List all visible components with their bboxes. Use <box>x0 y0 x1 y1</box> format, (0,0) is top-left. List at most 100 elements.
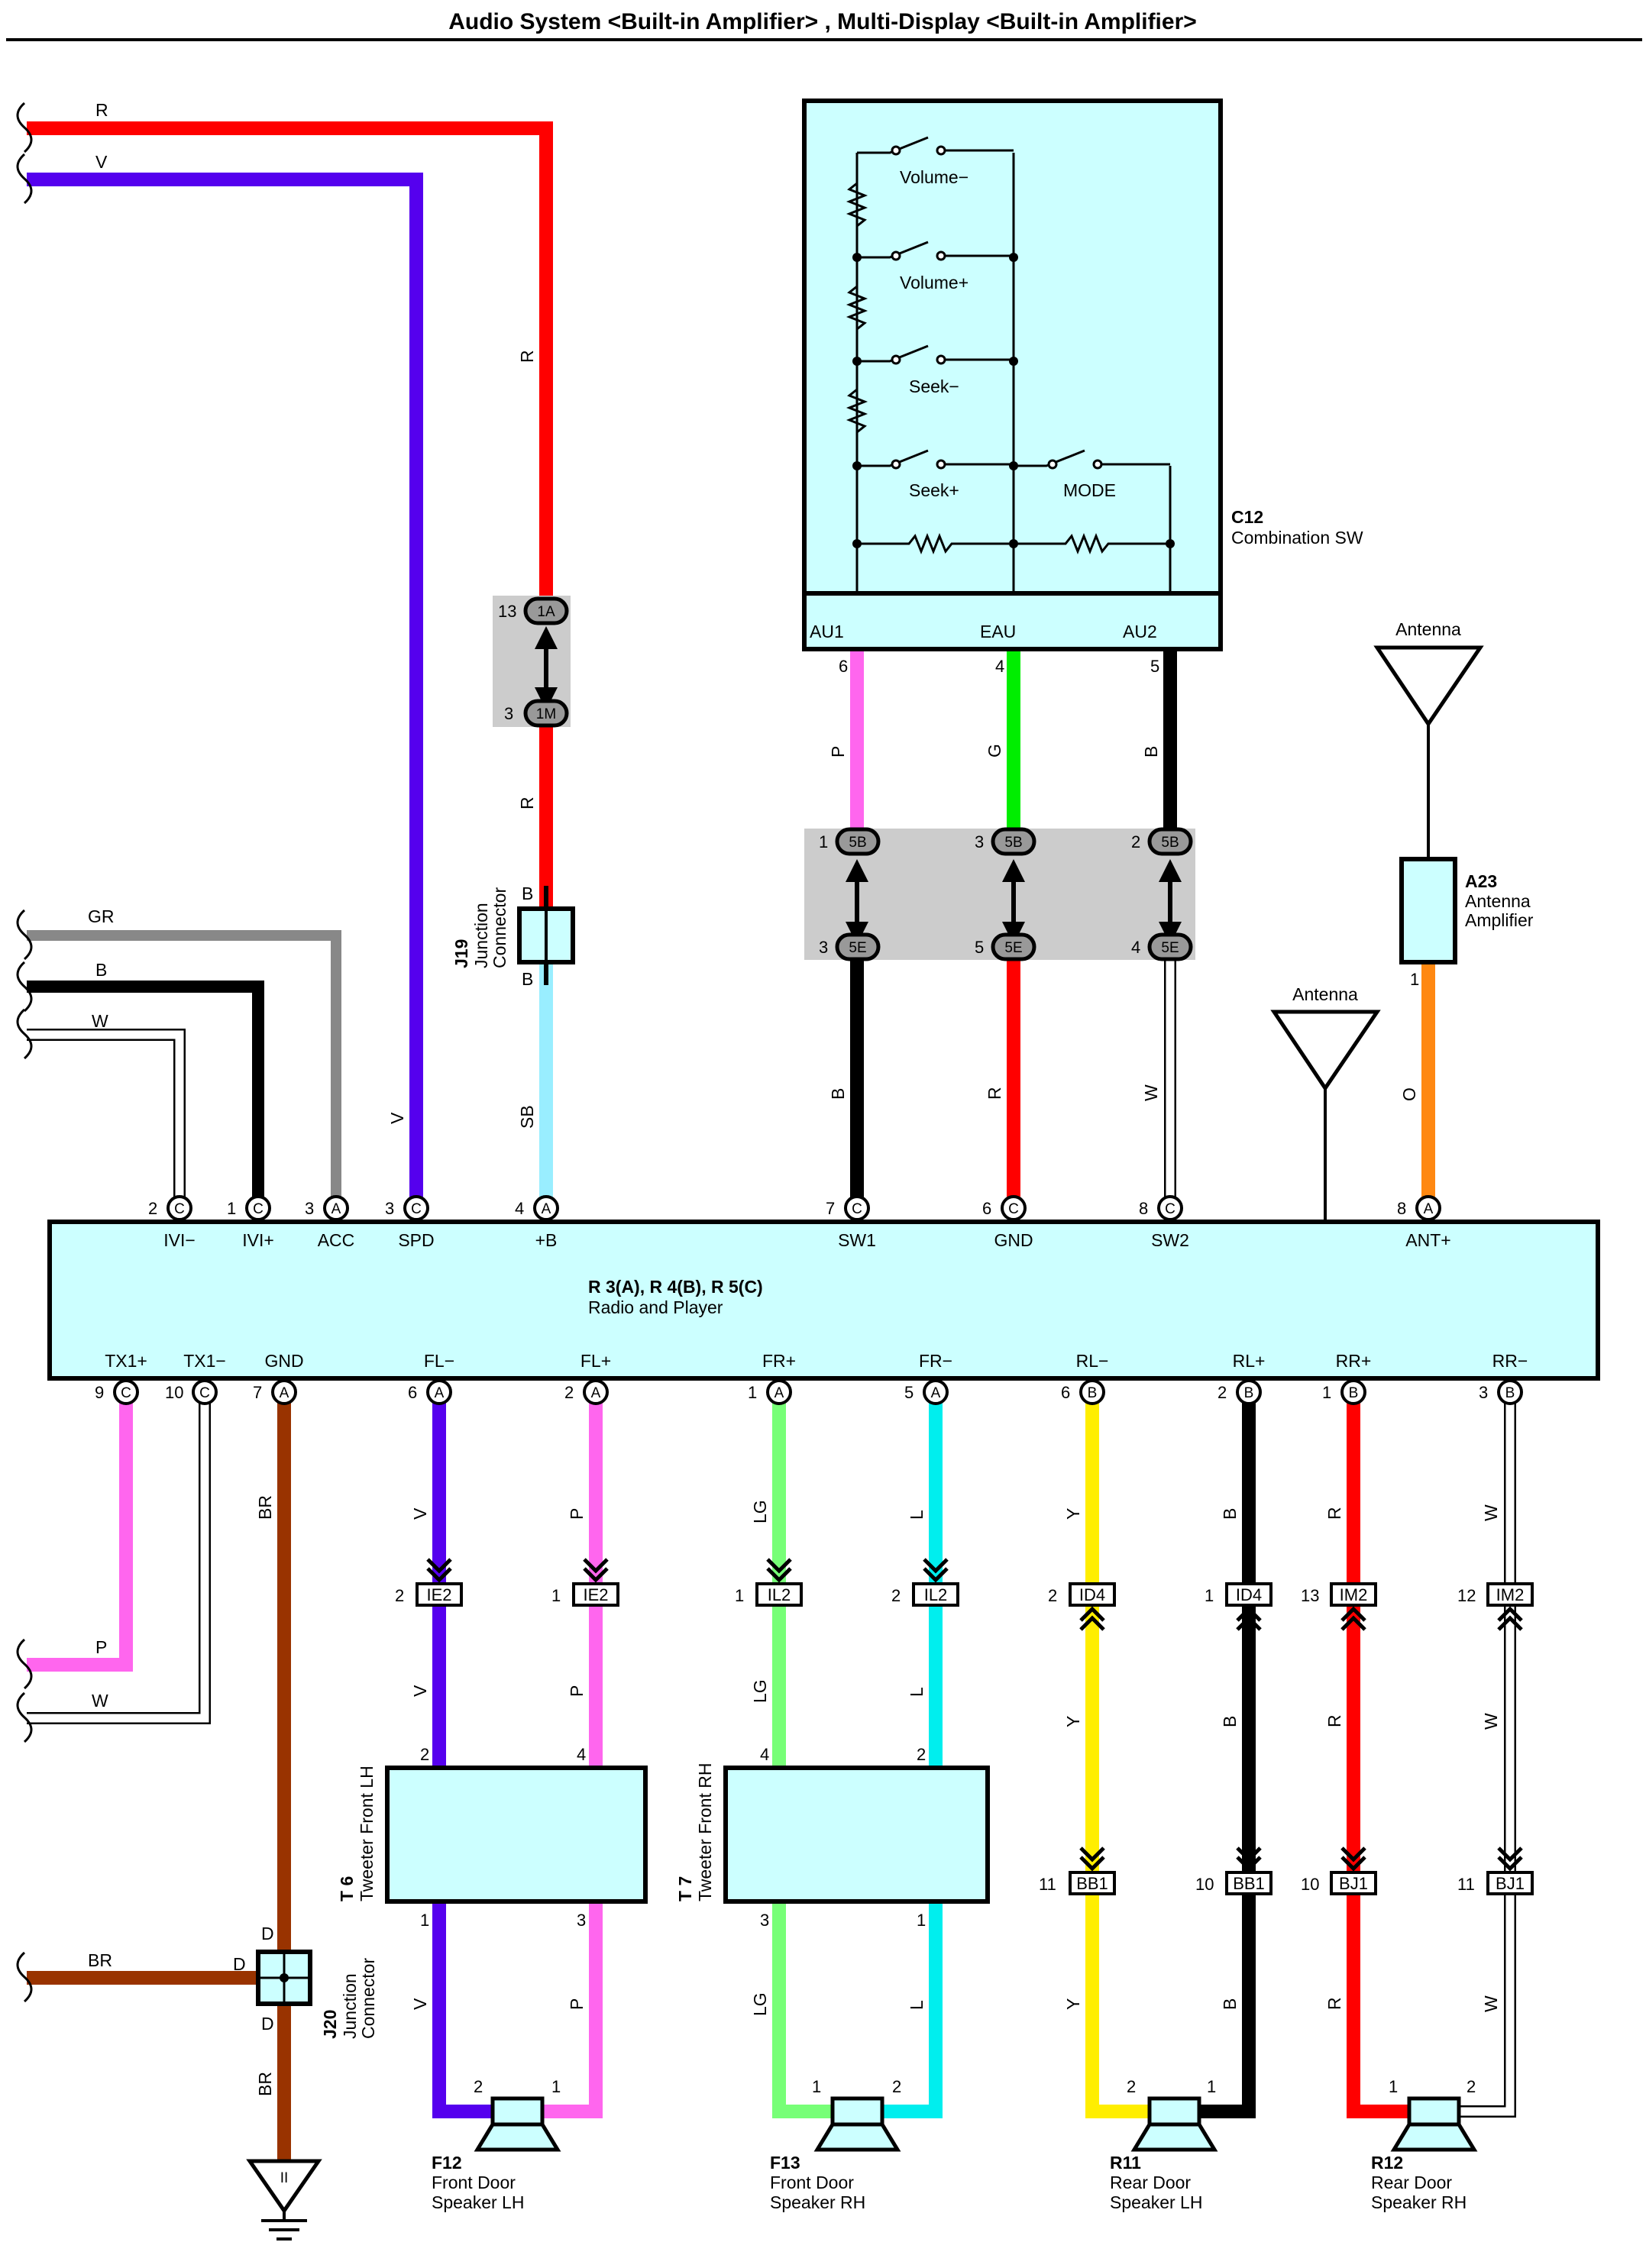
svg-text:2: 2 <box>1218 1383 1227 1402</box>
c12-pin-au2: AU2 <box>1123 622 1157 641</box>
svg-text:5B: 5B <box>1161 835 1179 851</box>
radio-top-pin-ivi-plus: C 1 IVI+ <box>227 1195 274 1250</box>
svg-text:C: C <box>852 1201 862 1217</box>
svg-text:IL2: IL2 <box>768 1585 791 1604</box>
svg-text:A: A <box>331 1201 341 1217</box>
svg-text:GND: GND <box>264 1351 303 1371</box>
r11-pin1: 1 <box>1207 2077 1216 2096</box>
wire-label-b-top: B <box>1141 746 1161 758</box>
wire-label-rr-minus-2: W <box>1481 1713 1501 1730</box>
t7-pin4: 4 <box>760 1745 769 1764</box>
f12-id: F12 <box>432 2153 462 2173</box>
f13-pin1: 1 <box>812 2077 821 2096</box>
svg-text:C: C <box>253 1201 264 1217</box>
svg-text:5B: 5B <box>1004 835 1022 851</box>
svg-text:B: B <box>1349 1385 1359 1401</box>
speaker-r11-icon <box>1130 2096 1218 2152</box>
svg-text:2: 2 <box>564 1383 574 1402</box>
connector-il2-a: IL2 1 <box>735 1582 803 1607</box>
wire-label-fr-plus-3: LG <box>750 1992 770 2016</box>
svg-text:4: 4 <box>515 1199 524 1218</box>
svg-text:ACC: ACC <box>318 1230 355 1250</box>
radio-bottom-pin-tx1-minus: TX1− C 10 <box>165 1351 226 1405</box>
svg-text:A: A <box>774 1385 784 1401</box>
wire-v-fl-minus-low <box>432 1898 493 2118</box>
svg-text:1: 1 <box>819 832 828 851</box>
svg-text:13: 13 <box>498 602 516 621</box>
c12-pin-eau: EAU <box>980 622 1016 641</box>
connector-id4-b: ID4 1 <box>1205 1582 1272 1607</box>
connector-5e-3: 5E 4 <box>1131 932 1193 961</box>
c12-name: Combination SW <box>1231 528 1363 548</box>
svg-text:9: 9 <box>95 1383 104 1402</box>
svg-text:12: 12 <box>1457 1586 1476 1605</box>
radio-bottom-pin-fr-minus: FR− A 5 <box>904 1351 952 1405</box>
a23-name2: Amplifier <box>1465 910 1534 930</box>
svg-text:5E: 5E <box>849 940 866 956</box>
svg-text:11: 11 <box>1039 1875 1056 1894</box>
speaker-f13-icon <box>813 2096 901 2152</box>
svg-text:10: 10 <box>1301 1875 1319 1894</box>
switch-seek-minus-label: Seek− <box>909 376 959 396</box>
wire-label-g-top: G <box>985 744 1004 758</box>
wire-b-rl-plus <box>1199 1401 1256 2118</box>
svg-text:RL+: RL+ <box>1233 1351 1266 1371</box>
wire-w-rr-minus-fill <box>1459 1401 1515 2116</box>
wire-label-rl-plus-1: B <box>1220 1508 1240 1520</box>
connector-bb1-b: BB1 10 <box>1195 1871 1272 1895</box>
svg-text:5E: 5E <box>1004 940 1022 956</box>
radio-top-pin-ivi-minus: C 2 IVI− <box>148 1195 196 1250</box>
svg-text:IL2: IL2 <box>924 1585 948 1604</box>
c12-pin-au1: AU1 <box>810 622 844 641</box>
svg-text:6: 6 <box>408 1383 417 1402</box>
f12-pin2: 2 <box>474 2077 483 2096</box>
f13-name2: Speaker RH <box>770 2192 865 2212</box>
switch-volume-minus-label: Volume− <box>900 167 969 187</box>
wire-w-ivi-minus <box>27 1029 186 1199</box>
svg-text:3: 3 <box>819 938 828 957</box>
j20-id: J20 <box>320 2010 340 2039</box>
wire-label-left-b: B <box>95 960 107 980</box>
wire-lg-fr-plus-low <box>772 1898 833 2118</box>
svg-text:Antenna: Antenna <box>1292 984 1358 1004</box>
svg-text:FL+: FL+ <box>580 1351 611 1371</box>
wire-b-ivi-plus <box>27 981 264 1199</box>
svg-text:FR−: FR− <box>919 1351 952 1371</box>
wire-w-ivi-minus-fill <box>23 1030 184 1199</box>
t6-pin3: 3 <box>577 1911 586 1930</box>
antenna1-symbol: Antenna <box>1373 619 1484 728</box>
radio-top-pin-plus-b: A 4 +B <box>515 1195 559 1250</box>
wire-label-left-w: W <box>92 1011 108 1031</box>
r11-name1: Rear Door <box>1110 2173 1191 2192</box>
connector-5b-1: 5B 1 <box>819 827 881 856</box>
r12-name2: Speaker RH <box>1371 2192 1467 2212</box>
svg-text:A: A <box>1424 1201 1434 1217</box>
wire-label-fl-minus-1: V <box>410 1507 430 1520</box>
f13-pin2: 2 <box>892 2077 901 2096</box>
svg-text:3: 3 <box>504 704 513 723</box>
svg-text:RL−: RL− <box>1076 1351 1109 1371</box>
wire-label-rr-plus-2: R <box>1324 1714 1344 1727</box>
svg-text:FR+: FR+ <box>762 1351 796 1371</box>
j20-name1: Junction <box>340 1973 360 2039</box>
wire-label-p-top: P <box>828 746 848 758</box>
svg-text:C: C <box>1008 1201 1019 1217</box>
svg-text:IE2: IE2 <box>583 1585 608 1604</box>
svg-text:1: 1 <box>551 1586 561 1605</box>
wire-label-fr-minus-3: L <box>907 2000 926 2010</box>
svg-text:1M: 1M <box>536 706 556 722</box>
j20-node <box>280 1973 289 1982</box>
junction-arrows-5b-5e <box>846 859 1182 945</box>
t7-id: T 7 <box>675 1876 695 1901</box>
j20-name2: Connector <box>358 1958 378 2039</box>
svg-text:1A: 1A <box>537 604 555 620</box>
svg-text:C: C <box>411 1201 422 1217</box>
t6-pin4: 4 <box>577 1745 586 1764</box>
svg-text:A: A <box>542 1201 551 1217</box>
wire-label-w-sw2: W <box>1141 1084 1161 1101</box>
svg-text:1: 1 <box>227 1199 236 1218</box>
svg-text:2: 2 <box>395 1586 404 1605</box>
wire-break-marks <box>16 102 33 2003</box>
svg-text:B: B <box>1244 1385 1254 1401</box>
wire-label-rl-minus-2: Y <box>1063 1716 1083 1727</box>
